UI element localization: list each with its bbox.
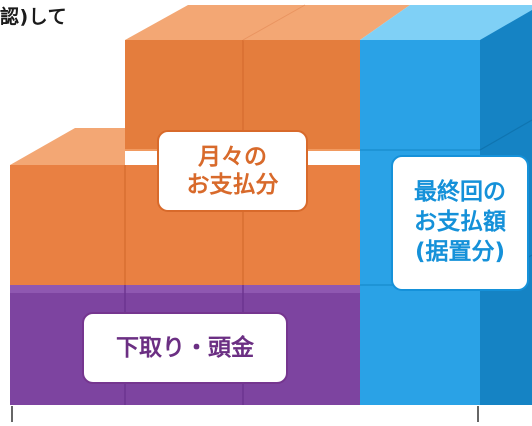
trade-in-block [10,285,360,405]
monthly-payment-label: 月々の お支払分 [157,130,308,212]
caption-text: 認)して [0,6,68,28]
trade-in-label: 下取り・頭金 [82,312,288,384]
final-payment-label: 最終回の お支払額 (据置分) [391,155,529,291]
baseline-ticks [11,406,479,422]
